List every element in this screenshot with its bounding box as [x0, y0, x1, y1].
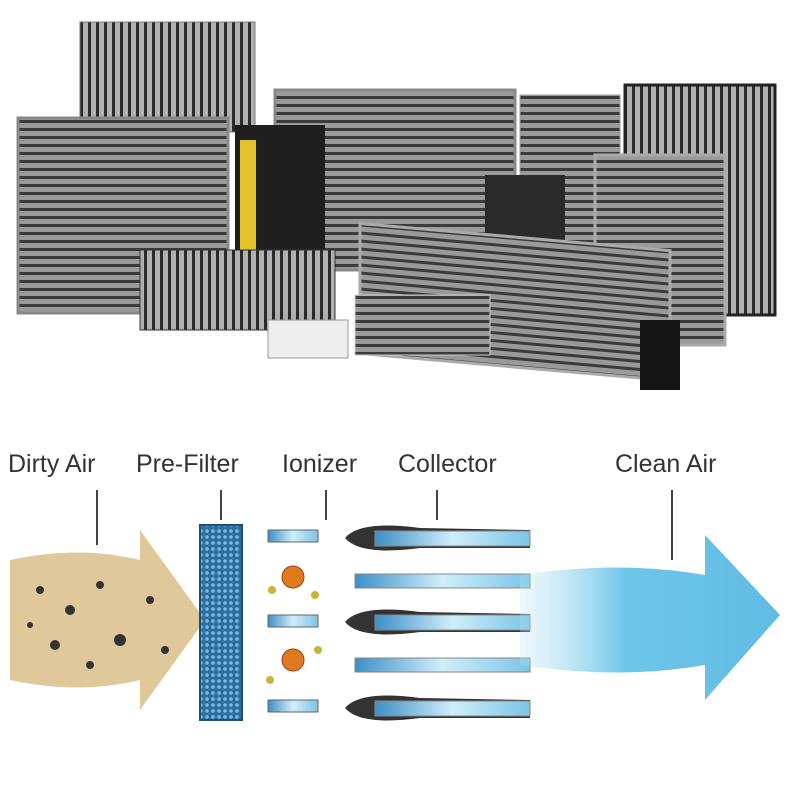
pre-filter-label: Pre-Filter: [136, 450, 239, 478]
clean-air-arrow: [520, 535, 780, 700]
dirty-air-arrow: [10, 530, 205, 710]
ionizer-label: Ionizer: [282, 450, 358, 478]
dirty-air-label: Dirty Air: [8, 450, 96, 478]
filter-cells-photo: [16, 21, 777, 390]
collector-label: Collector: [398, 450, 497, 478]
clean-air-label: Clean Air: [615, 450, 717, 478]
collector-plates: [345, 525, 531, 721]
ionizer-section: [266, 529, 322, 713]
pre-filter-panel: [199, 524, 243, 721]
